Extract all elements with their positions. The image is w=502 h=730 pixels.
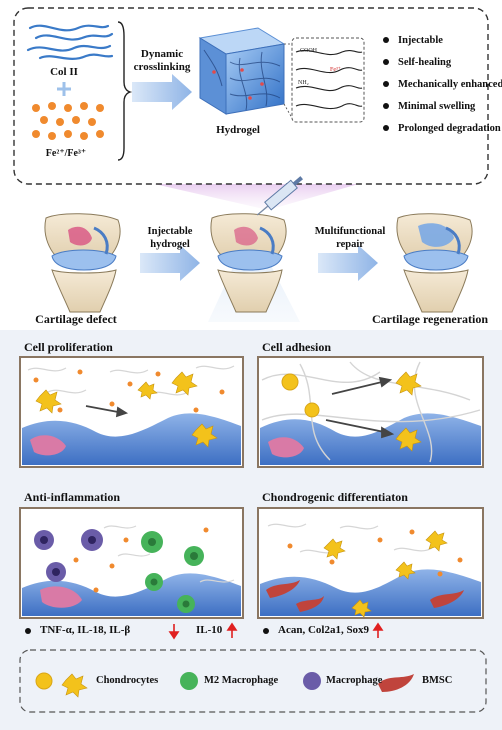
property-row-4: Minimal swelling xyxy=(383,101,475,112)
knee-injected-illustration xyxy=(210,213,287,313)
defect-label: Cartilage defect xyxy=(35,312,117,326)
focus-beam xyxy=(150,183,362,210)
network-zoom-box xyxy=(291,37,365,123)
proliferation-panel xyxy=(19,356,244,468)
repair-arrow xyxy=(318,245,378,281)
marker-bullet-left xyxy=(25,628,31,634)
legend-macrophage: Macrophage xyxy=(326,675,383,686)
inject-arrow xyxy=(140,245,200,281)
cooh-label: COOH xyxy=(300,48,318,54)
legend-chondrocytes: Chondrocytes xyxy=(96,675,159,686)
differentiation-title: Chondrogenic differentiaton xyxy=(262,490,408,504)
iron-ions-icon xyxy=(32,102,104,140)
grouping-brace xyxy=(117,21,133,161)
up-arrow-icon-differentiation xyxy=(372,622,384,638)
differentiation-panel xyxy=(257,507,484,619)
repair-label-line2: repair xyxy=(336,239,364,250)
bmsc-icon xyxy=(378,674,414,692)
m2-macrophage-icon xyxy=(180,672,198,690)
nh2-label: NH₂ xyxy=(298,80,309,86)
differentiation-up-markers: Acan, Col2a1, Sox9 xyxy=(278,624,370,636)
hydrogel-label: Hydrogel xyxy=(216,124,260,136)
collagen-label: Col II xyxy=(50,66,78,78)
property-row-1: Injectable xyxy=(383,35,443,46)
injectable-label-line1: Injectable xyxy=(147,226,193,237)
syringe-icon xyxy=(256,176,303,216)
marker-bullet-right xyxy=(263,628,269,634)
property-row-2: Self-healing xyxy=(383,57,451,68)
crosslink-arrow xyxy=(132,74,192,110)
proliferation-title: Cell proliferation xyxy=(24,340,113,354)
adhesion-title: Cell adhesion xyxy=(262,340,332,354)
property-row-3: Mechanically enhanced xyxy=(383,79,502,90)
inflammation-up-markers: IL-10 xyxy=(196,624,223,636)
legend-m2-macrophage: M2 Macrophage xyxy=(204,675,279,686)
network-chains-icon xyxy=(295,50,363,110)
knee-regenerated-illustration xyxy=(396,213,473,313)
repair-label-line1: Multifunctional xyxy=(314,226,386,237)
crosslink-label-line2: crosslinking xyxy=(133,61,191,73)
legend-frame xyxy=(19,649,487,713)
adhesion-panel xyxy=(257,356,484,468)
hydrogel-cube-icon xyxy=(198,27,286,115)
iron-label: Fe²⁺/Fe³⁺ xyxy=(45,148,87,159)
inflammation-title: Anti-inflammation xyxy=(24,490,120,504)
inflammation-panel xyxy=(19,507,244,619)
knee-defect-illustration xyxy=(44,213,121,313)
macrophage-icon xyxy=(303,672,321,690)
inflammation-down-markers: TNF-α, IL-18, IL-β xyxy=(40,624,131,636)
collagen-fibers-icon xyxy=(26,24,114,60)
chondrocyte-star-icon xyxy=(61,673,88,698)
plus-icon xyxy=(57,82,71,96)
up-arrow-icon xyxy=(226,622,238,638)
legend-bmsc: BMSC xyxy=(422,675,453,686)
down-arrow-icon xyxy=(168,624,180,640)
chondrocyte-round-icon xyxy=(35,672,53,690)
crosslink-label-line1: Dynamic xyxy=(140,48,184,60)
regen-label: Cartilage regeneration xyxy=(371,312,489,326)
property-row-5: Prolonged degradation xyxy=(383,123,501,134)
injectable-label-line2: hydrogel xyxy=(150,239,190,250)
fe-ion-label: Fe³⁺ xyxy=(330,67,341,73)
